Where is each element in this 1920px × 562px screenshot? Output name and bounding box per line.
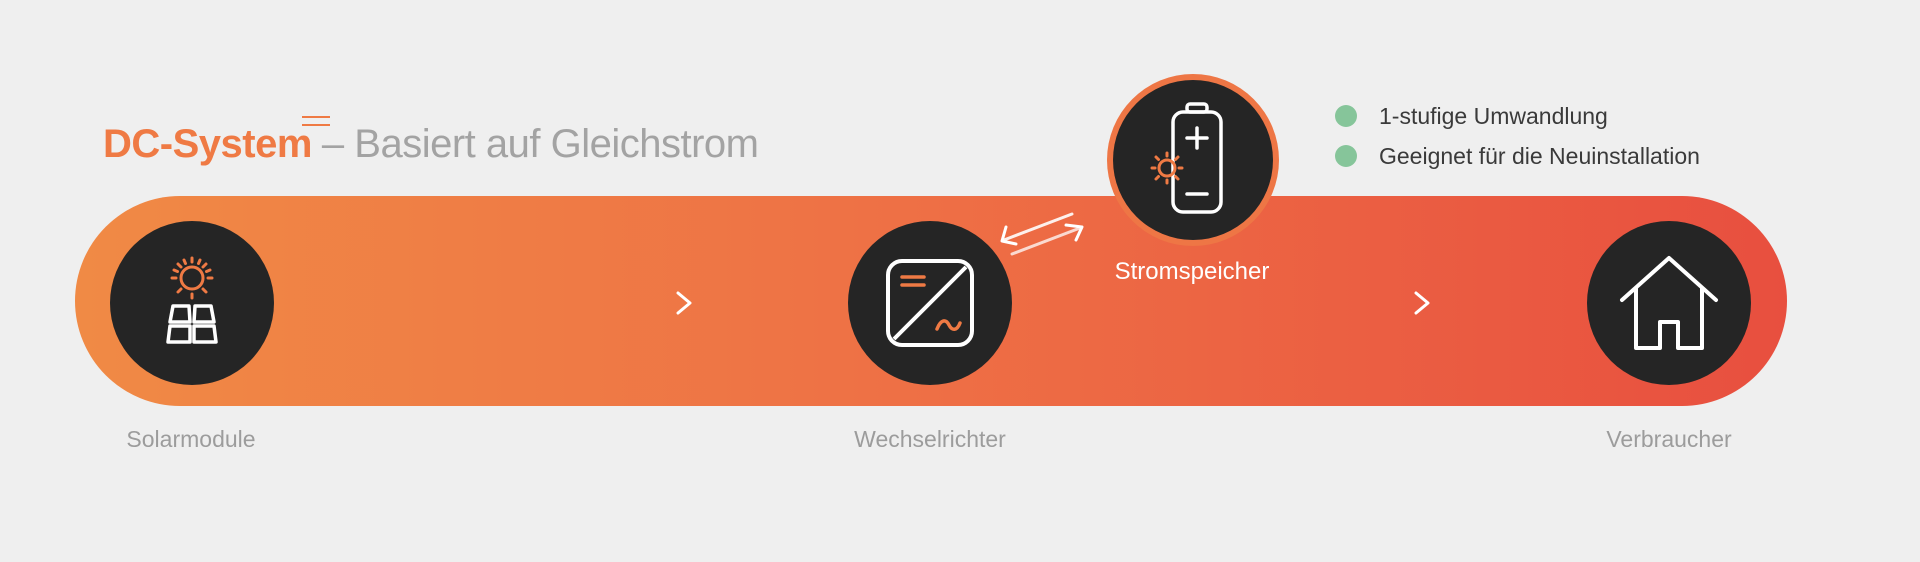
solar-label: Solarmodule: [126, 426, 256, 452]
flow-arrow-icon: [1178, 291, 1430, 315]
solar-node: [110, 221, 274, 385]
bidirectional-arrow-icon: [1000, 212, 1084, 256]
inverter-label: Wechselrichter: [854, 426, 1006, 452]
battery-icon: [1150, 102, 1223, 214]
title-main: DC-System: [103, 122, 312, 166]
benefits-list: 1-stufige Umwandlung Geeignet für die Ne…: [1335, 96, 1700, 176]
storage-node: [1107, 74, 1279, 246]
storage-label: Stromspeicher: [1114, 258, 1270, 285]
check-dot-icon: [1335, 145, 1357, 167]
house-icon: [1620, 256, 1718, 350]
dc-symbol-icon: [301, 116, 330, 126]
solar-panel-icon: [166, 256, 218, 344]
title-suffix: – Basiert auf Gleichstrom: [321, 122, 759, 166]
consumer-label: Verbraucher: [1606, 426, 1732, 452]
consumer-node: [1587, 221, 1751, 385]
inverter-node: [848, 221, 1012, 385]
benefit-text: Geeignet für die Neuinstallation: [1379, 142, 1700, 169]
benefit-item: Geeignet für die Neuinstallation: [1335, 136, 1700, 176]
page-title: DC-System– Basiert auf Gleichstrom: [103, 116, 759, 167]
check-dot-icon: [1335, 105, 1357, 127]
flow-arrow-icon: [440, 291, 692, 315]
inverter-icon: [886, 259, 974, 347]
benefit-text: 1-stufige Umwandlung: [1379, 102, 1608, 129]
benefit-item: 1-stufige Umwandlung: [1335, 96, 1700, 136]
